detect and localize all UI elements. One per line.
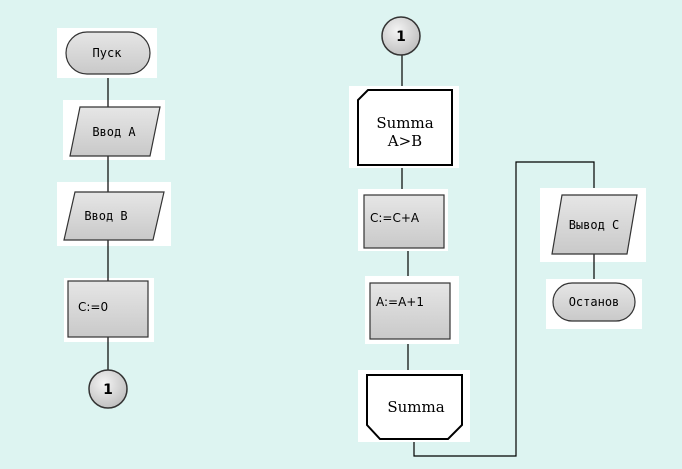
loop-end-label: Summa [387,398,444,416]
process-c-block [363,194,445,249]
off-page-connector-in [381,16,421,56]
stop-label: Останов [569,295,620,309]
process-c-label: C:=C+A [370,211,420,225]
output-c-label: Вывод С [569,218,620,232]
loop-start-label-line1: Summa [376,114,433,132]
flow-line-to-output [413,161,595,457]
input-b-label: Ввод В [84,209,127,223]
input-a-parallelogram [69,106,161,157]
process-a-label: A:=A+1 [376,295,424,309]
init-c-label: C:=0 [78,300,108,314]
input-a-label: Ввод А [92,125,136,139]
stop-terminator [552,282,636,322]
start-label: Пуск [93,46,123,60]
output-c-parallelogram [551,194,638,255]
init-c-process [67,280,149,338]
off-page-connector-out [88,369,128,409]
connector-out-label: 1 [103,382,113,398]
input-b-parallelogram [63,191,165,241]
loop-end-block [366,374,463,440]
loop-start-block [357,89,453,166]
start-terminator [65,31,151,75]
process-a-block [369,282,451,340]
loop-start-label-line2: A>B [387,132,422,150]
connector-in-label: 1 [396,29,406,45]
